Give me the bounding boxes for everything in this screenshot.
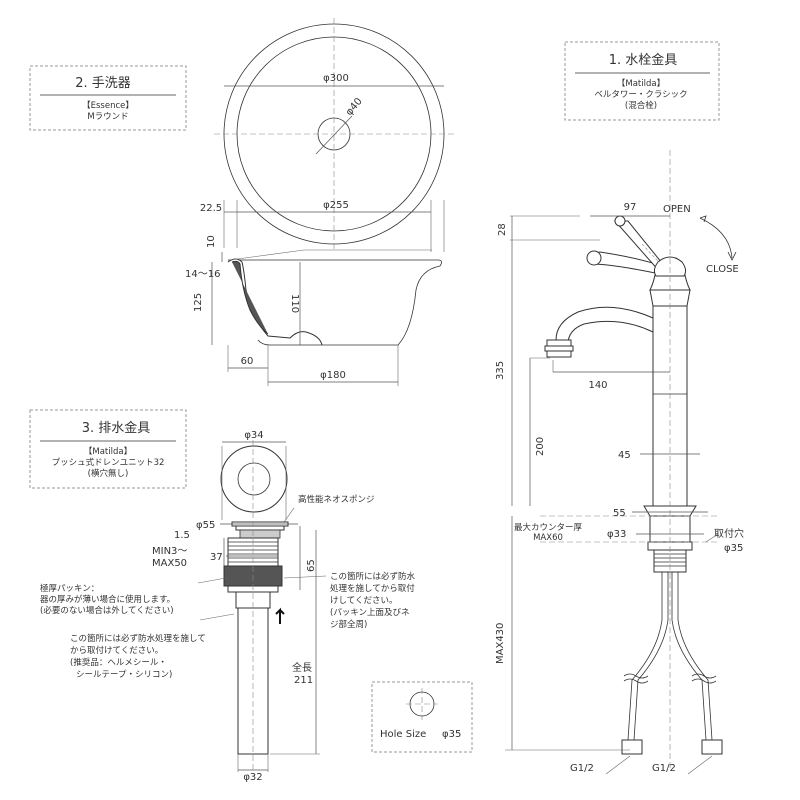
drain-note1-1: この箇所には必ず防水 <box>330 571 416 582</box>
drain-model-sub: プッシュ式ドレンユニット32 <box>52 457 165 468</box>
faucet-g2: G1/2 <box>652 763 676 774</box>
drain-note2-1: この箇所には必ず防水処理を施して <box>70 633 206 644</box>
faucet-dim-45: 45 <box>618 450 631 461</box>
sink-dim-180: φ180 <box>320 370 346 381</box>
hole-size-box: Hole Size φ35 <box>371 681 473 753</box>
drain-note2-4: シールテープ・シリコン) <box>76 670 172 680</box>
sink-dim-14-16: 14～16 <box>185 269 220 280</box>
sink-model: 【Essence】 <box>82 101 134 111</box>
sink-title-box: 2. 手洗器 【Essence】 Mラウンド <box>29 65 187 131</box>
drain-note1-4: (パッキン上面及びネ <box>330 608 410 618</box>
sink-section-view: 10 14～16 125 110 60 φ180 <box>185 235 442 386</box>
sink-dim-125: 125 <box>193 293 204 312</box>
drain-total-value: 211 <box>294 675 313 686</box>
sink-dim-300: φ300 <box>323 73 349 84</box>
faucet-dim-140: 140 <box>588 380 607 391</box>
drain-dim-32: φ32 <box>243 772 262 783</box>
drain-drawing: φ34 高性能ネオスポンジ φ55 1.5 MIN3～ MAX50 37 65 … <box>40 430 416 783</box>
faucet-dim-max430: MAX430 <box>495 623 506 664</box>
faucet-title: 1. 水栓金具 <box>609 52 678 68</box>
drain-max: MAX50 <box>152 558 187 569</box>
faucet-hole-label: 取付穴 <box>714 527 744 540</box>
faucet-dim-33: φ33 <box>607 529 626 540</box>
sink-dim-225: 22.5 <box>200 203 222 214</box>
drain-note2-3: (推奨品：ヘルメシール・ <box>70 657 167 668</box>
drain-total-label: 全長 <box>292 661 312 674</box>
drain-model-note: (横穴無し) <box>88 468 129 479</box>
faucet-model: 【Matilda】 <box>617 79 665 89</box>
drain-note1-5: ジ部全周) <box>330 619 367 630</box>
faucet-dim-200: 200 <box>535 437 546 456</box>
drain-dim-55: φ55 <box>196 520 215 531</box>
faucet-drawing: 28 97 OPEN CLOSE 335 140 200 45 55 最大カウン… <box>495 150 744 775</box>
faucet-open-label: OPEN <box>663 204 691 215</box>
faucet-dim-55: 55 <box>613 508 626 519</box>
faucet-model-note: (混合栓) <box>625 100 657 111</box>
sink-dim-110: 110 <box>289 294 300 313</box>
faucet-hole-value: φ35 <box>724 543 743 554</box>
drain-dim-34: φ34 <box>244 430 263 441</box>
sink-top-view: φ300 φ40 φ255 22.5 <box>200 18 454 252</box>
faucet-dim-28: 28 <box>497 223 508 236</box>
drain-note2-2: から取付けてください。 <box>70 645 163 656</box>
sink-title: 2. 手洗器 <box>75 76 131 91</box>
hole-size-value: φ35 <box>442 729 461 740</box>
hole-size-label: Hole Size <box>380 729 426 740</box>
drain-title-box: 3. 排水金具 【Matilda】 プッシュ式ドレンユニット32 (横穴無し) <box>29 409 187 489</box>
sink-model-sub: Mラウンド <box>87 112 128 122</box>
faucet-counter-label: 最大カウンター厚 <box>514 522 583 533</box>
drain-packing-1: 極厚パッキン： <box>40 583 99 594</box>
faucet-close-label: CLOSE <box>706 264 739 275</box>
faucet-dim-335: 335 <box>495 361 506 380</box>
faucet-dim-97: 97 <box>624 202 637 213</box>
faucet-model-sub: ベルタワー・クラシック <box>594 90 687 100</box>
drain-packing-2: 器の厚みが薄い場合に使用します。 <box>40 594 175 605</box>
drain-title: 3. 排水金具 <box>82 420 151 436</box>
drain-note1-2: 処理を施してから取付 <box>330 583 415 594</box>
faucet-g1: G1/2 <box>570 763 594 774</box>
drain-model: 【Matilda】 <box>84 447 132 457</box>
drain-dim-15: 1.5 <box>174 530 190 541</box>
drain-dim-37: 37 <box>210 552 223 563</box>
drain-dim-65: 65 <box>306 559 317 572</box>
sink-dim-10: 10 <box>206 235 217 248</box>
sink-dim-60: 60 <box>241 356 254 367</box>
sink-dim-40: φ40 <box>344 96 365 118</box>
faucet-title-box: 1. 水栓金具 【Matilda】 ベルタワー・クラシック (混合栓) <box>564 41 720 121</box>
drain-note1-3: けしてください。 <box>330 596 398 606</box>
sink-dim-255: φ255 <box>323 200 349 211</box>
drain-sponge-label: 高性能ネオスポンジ <box>298 494 375 505</box>
drain-min: MIN3～ <box>152 546 187 557</box>
faucet-counter-value: MAX60 <box>533 533 563 543</box>
drain-packing-3: (必要のない場合は外してください) <box>40 605 174 616</box>
